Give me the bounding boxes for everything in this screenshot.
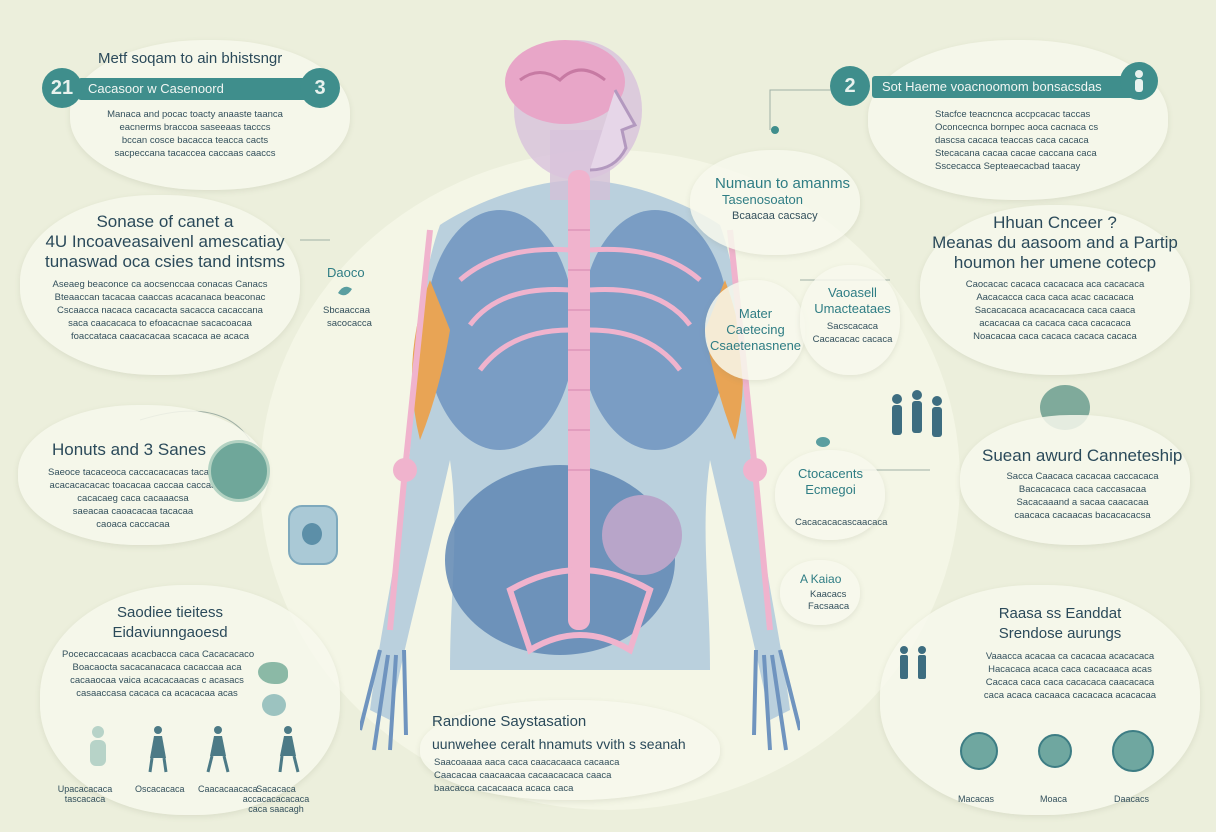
right-mid-panel bbox=[920, 205, 1190, 375]
right-mid2-panel bbox=[960, 415, 1190, 545]
right-bottom-panel bbox=[880, 585, 1200, 815]
center-right3-body: Cacacacacascaacaca bbox=[795, 517, 888, 528]
center-top-sub1: Tasenosoaton bbox=[722, 192, 803, 207]
figure-label-2: Oscacacaca bbox=[135, 784, 185, 794]
left-side-label-title: Daoco bbox=[327, 265, 365, 280]
liver-icon bbox=[258, 662, 288, 684]
right-bottom-icon-label-3: Daacacs bbox=[1114, 794, 1150, 804]
figure-icon-badge bbox=[1120, 62, 1158, 100]
right-mid-title: Hhuan Cnceer ?Meanas du aasoom and a Par… bbox=[932, 213, 1178, 272]
left-side-label-line1: Sbcaaccaa bbox=[323, 305, 371, 316]
small-cell-icon bbox=[816, 437, 830, 447]
kidney-organ-icon bbox=[288, 505, 338, 565]
top-left-banner: Cacasoor w Casenoord bbox=[78, 78, 318, 100]
top-left-panel bbox=[70, 40, 350, 190]
number-badge-left: 21 bbox=[42, 68, 82, 108]
people-group-icon bbox=[892, 390, 942, 437]
right-mid2-title: Suean awurd Canneteship bbox=[982, 446, 1183, 465]
number-badge-right: 3 bbox=[300, 68, 340, 108]
bottom-center-panel bbox=[420, 700, 720, 800]
magnifier-icon-3 bbox=[1112, 730, 1154, 772]
top-right-panel bbox=[868, 40, 1168, 200]
center-top-panel bbox=[690, 150, 860, 255]
figure-label-3: Caacacaacaca bbox=[198, 784, 258, 794]
left-side-label-line2: sacocacca bbox=[327, 318, 372, 329]
left-bottom-panel bbox=[40, 585, 340, 815]
center-right4-line2: Facsaaca bbox=[808, 601, 850, 612]
magnifier-icon-1 bbox=[960, 732, 998, 770]
right-bottom-icon-label-1: Macacas bbox=[958, 794, 995, 804]
center-right2-panel bbox=[800, 265, 900, 375]
left-mid-panel bbox=[20, 195, 300, 375]
heart-icon bbox=[262, 694, 286, 716]
stomach-organ-icon bbox=[208, 440, 270, 502]
center-right4-panel bbox=[780, 560, 860, 625]
number-badge-2: 2 bbox=[830, 66, 870, 106]
center-right4-title: A Kaiao bbox=[800, 572, 842, 586]
center-top-title: Numaun to amanms bbox=[715, 175, 851, 192]
magnifier-icon-2 bbox=[1038, 734, 1072, 768]
top-right-banner: Sot Haeme voacnoomom bonsacsdas bbox=[872, 76, 1142, 98]
people-figures-icon bbox=[90, 726, 300, 773]
figure-label-4: Sacacaca accacacacacaca caca saacagh bbox=[242, 784, 310, 814]
small-organ-icon bbox=[338, 286, 352, 296]
center-right3-panel bbox=[775, 450, 885, 540]
human-anatomy-figure bbox=[360, 40, 800, 751]
top-left-heading: Metf soqam to ain bhistsngr bbox=[98, 50, 283, 67]
center-right1-panel bbox=[705, 280, 805, 380]
figure-label-1: Upacacacaca tascacaca bbox=[57, 784, 113, 804]
right-bottom-icon-label-2: Moaca bbox=[1040, 794, 1068, 804]
bottom-center-title: Randione Saystasation bbox=[432, 713, 587, 730]
left-mid2-title: Honuts and 3 Sanes bbox=[52, 440, 207, 459]
bottom-center-subtitle: uunwehee ceralt hnamuts vvith s seanah bbox=[432, 736, 686, 752]
people-small-icon bbox=[900, 646, 926, 679]
center-right4-line1: Kaacacs bbox=[810, 589, 847, 600]
left-mid-body: Aseaeg beaconce ca aocsenccaa conacas Ca… bbox=[52, 279, 268, 342]
center-top-sub2: Bcaacaa cacsacy bbox=[732, 210, 818, 222]
